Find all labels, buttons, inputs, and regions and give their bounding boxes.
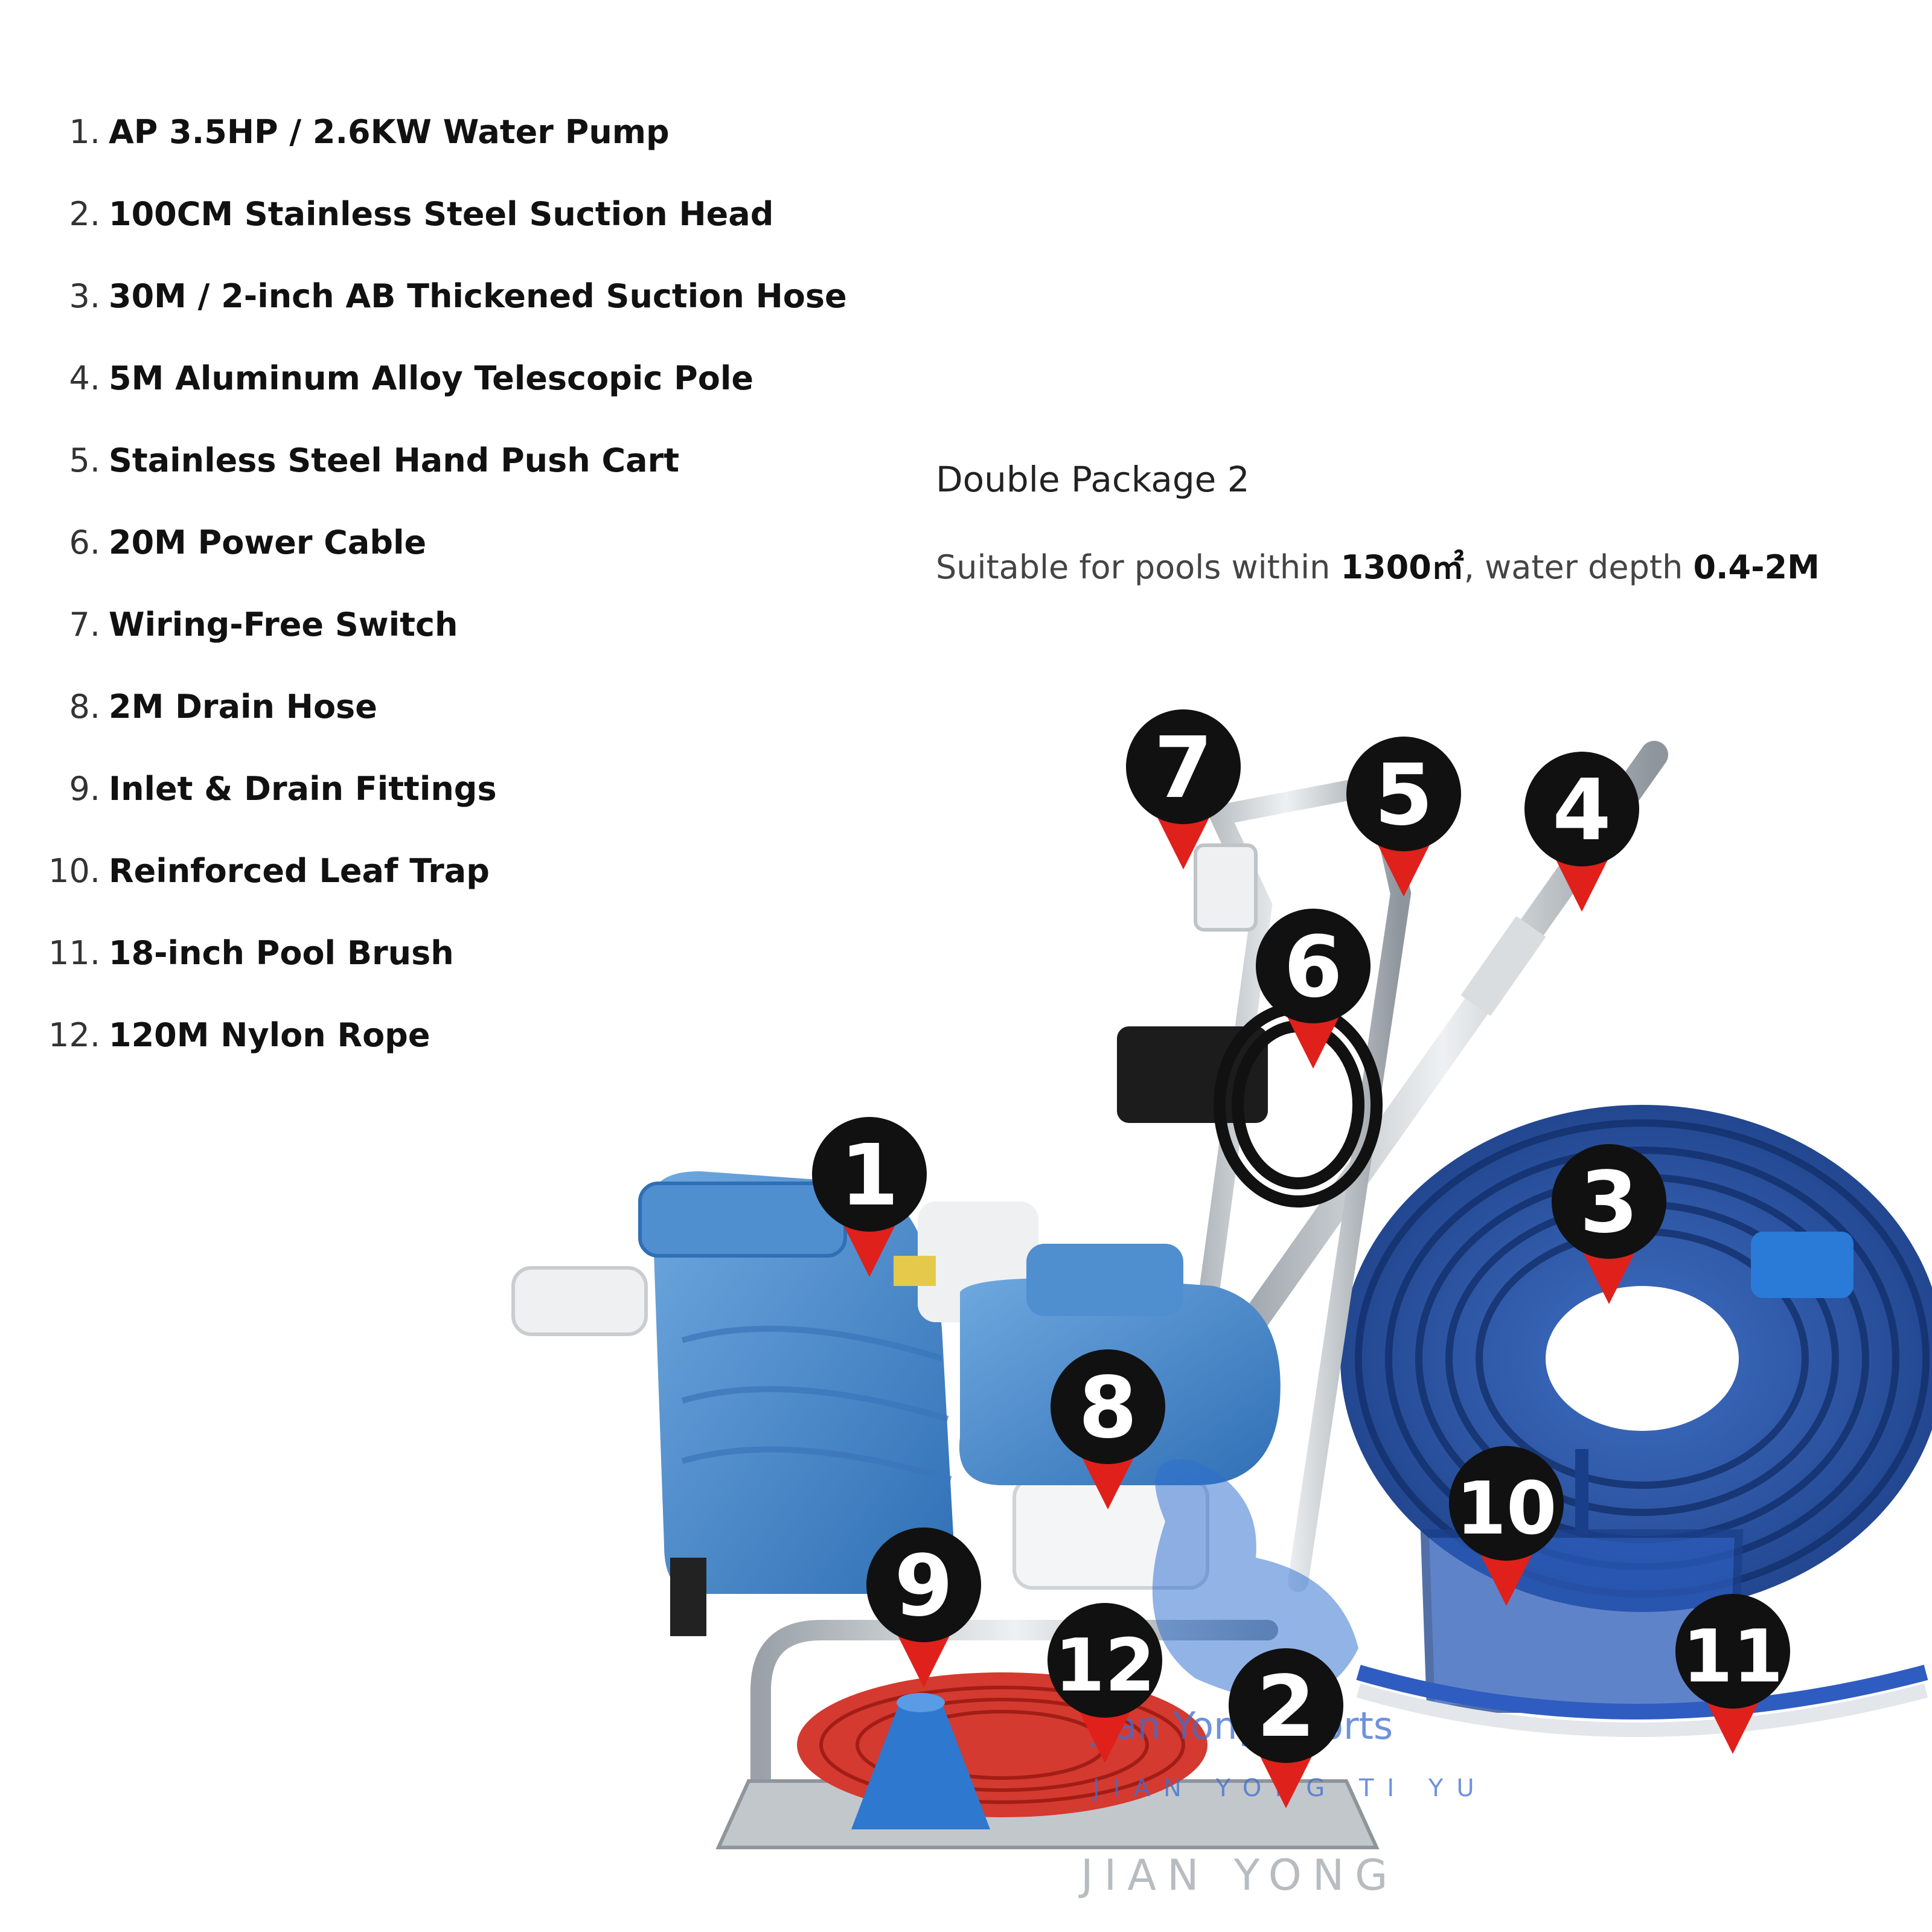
- marker-circle: [1524, 752, 1639, 866]
- list-item: 9.Inlet & Drain Fittings: [0, 747, 847, 830]
- list-item: 3.30M / 2-inch AB Thickened Suction Hose: [0, 255, 847, 337]
- list-item: 7.Wiring-Free Switch: [0, 583, 847, 665]
- item-label: 5M Aluminum Alloy Telescopic Pole: [109, 359, 753, 397]
- marker-3: 3: [1552, 1144, 1666, 1304]
- item-label: 100CM Stainless Steel Suction Head: [109, 194, 774, 233]
- item-number: 2.: [69, 194, 100, 233]
- marker-4: 4: [1524, 752, 1639, 912]
- marker-tip: [1153, 809, 1214, 869]
- item-label: Stainless Steel Hand Push Cart: [109, 441, 680, 479]
- package-title: Double Package 2: [936, 459, 1250, 500]
- marker-tip: [1256, 1748, 1316, 1808]
- marker-number: 2: [1256, 1658, 1315, 1756]
- pool-brush: [1356, 1665, 1928, 1737]
- item-number: 12.: [48, 1016, 100, 1054]
- marker-number: 5: [1374, 746, 1433, 845]
- marker-8: 8: [1051, 1349, 1165, 1509]
- marker-number: 8: [1078, 1359, 1137, 1457]
- item-label: 20M Power Cable: [109, 523, 427, 561]
- marker-number: 10: [1456, 1467, 1557, 1551]
- marker-9: 9: [866, 1527, 981, 1687]
- list-item: 2.100CM Stainless Steel Suction Head: [0, 173, 847, 255]
- list-item: 6.20M Power Cable: [0, 501, 847, 583]
- plate-watermark: JIAN YONG: [1078, 1850, 1398, 1900]
- list-item: 11.18-inch Pool Brush: [0, 912, 847, 994]
- marker-5: 5: [1346, 737, 1461, 897]
- item-label: AP 3.5HP / 2.6KW Water Pump: [109, 112, 670, 151]
- marker-tip: [1374, 836, 1434, 897]
- marker-12: 12: [1048, 1603, 1162, 1763]
- marker-circle: [812, 1117, 927, 1232]
- marker-number: 9: [894, 1537, 953, 1636]
- package-desc-prefix: Suitable for pools within: [936, 548, 1341, 586]
- marker-circle: [1051, 1349, 1165, 1464]
- item-number: 1.: [69, 112, 100, 151]
- marker-tip: [1075, 1703, 1135, 1763]
- marker-tip: [1703, 1694, 1763, 1754]
- list-item: 1.AP 3.5HP / 2.6KW Water Pump: [0, 91, 847, 173]
- component-list: 1.AP 3.5HP / 2.6KW Water Pump 2.100CM St…: [0, 91, 847, 1076]
- item-label: 2M Drain Hose: [109, 687, 377, 726]
- marker-tip: [894, 1627, 954, 1687]
- marker-circle: [1048, 1603, 1162, 1718]
- water-pump: [511, 1171, 1281, 1636]
- marker-circle: [1552, 1144, 1666, 1259]
- marker-circle: [1256, 909, 1371, 1023]
- item-label: 120M Nylon Rope: [109, 1016, 430, 1054]
- marker-6: 6: [1256, 909, 1371, 1069]
- marker-number: 4: [1552, 761, 1611, 860]
- item-number: 10.: [48, 851, 100, 890]
- item-number: 11.: [48, 933, 100, 972]
- list-item: 12.120M Nylon Rope: [0, 994, 847, 1076]
- list-item: 8.2M Drain Hose: [0, 665, 847, 747]
- item-number: 5.: [69, 441, 100, 479]
- item-label: Inlet & Drain Fittings: [109, 769, 497, 808]
- package-desc-mid: , water depth: [1463, 548, 1694, 586]
- item-label: Reinforced Leaf Trap: [109, 851, 490, 890]
- marker-tip: [1078, 1449, 1138, 1509]
- marker-number: 7: [1154, 719, 1212, 817]
- marker-circle: [1126, 709, 1241, 824]
- item-number: 4.: [69, 359, 100, 397]
- list-item: 4.5M Aluminum Alloy Telescopic Pole: [0, 337, 847, 419]
- package-area: 1300㎡: [1340, 548, 1464, 586]
- marker-number: 3: [1579, 1154, 1638, 1252]
- marker-tip: [1552, 851, 1612, 912]
- marker-circle: [1229, 1648, 1343, 1763]
- list-item: 5.Stainless Steel Hand Push Cart: [0, 419, 847, 501]
- inlet-fitting: [851, 1693, 990, 1829]
- marker-tip: [1579, 1244, 1639, 1304]
- marker-number: 11: [1683, 1615, 1783, 1699]
- item-number: 8.: [69, 687, 100, 726]
- marker-7: 7: [1126, 709, 1241, 869]
- marker-circle: [1449, 1446, 1564, 1561]
- item-label: 18-inch Pool Brush: [109, 933, 454, 972]
- list-item: 10.Reinforced Leaf Trap: [0, 830, 847, 912]
- item-number: 7.: [69, 605, 100, 644]
- item-number: 3.: [69, 277, 100, 315]
- package-depth: 0.4-2M: [1693, 548, 1820, 586]
- marker-circle: [1675, 1594, 1790, 1709]
- marker-2: 2: [1229, 1648, 1343, 1808]
- package-description: Suitable for pools within 1300㎡, water d…: [936, 540, 1820, 588]
- switch: [1194, 843, 1258, 932]
- marker-tip: [1476, 1546, 1537, 1606]
- marker-10: 10: [1449, 1446, 1564, 1606]
- marker-11: 11: [1675, 1594, 1790, 1754]
- item-label: Wiring-Free Switch: [109, 605, 458, 644]
- marker-tip: [839, 1217, 900, 1277]
- marker-1: 1: [812, 1117, 927, 1277]
- marker-number: 6: [1284, 918, 1342, 1017]
- marker-number: 12: [1055, 1624, 1156, 1708]
- marker-number: 1: [840, 1127, 898, 1225]
- power-cable: [1117, 1002, 1383, 1208]
- item-number: 6.: [69, 523, 100, 561]
- marker-circle: [1346, 737, 1461, 851]
- marker-tip: [1283, 1008, 1343, 1069]
- item-number: 9.: [69, 769, 100, 808]
- item-label: 30M / 2-inch AB Thickened Suction Hose: [109, 277, 847, 315]
- marker-circle: [866, 1527, 981, 1642]
